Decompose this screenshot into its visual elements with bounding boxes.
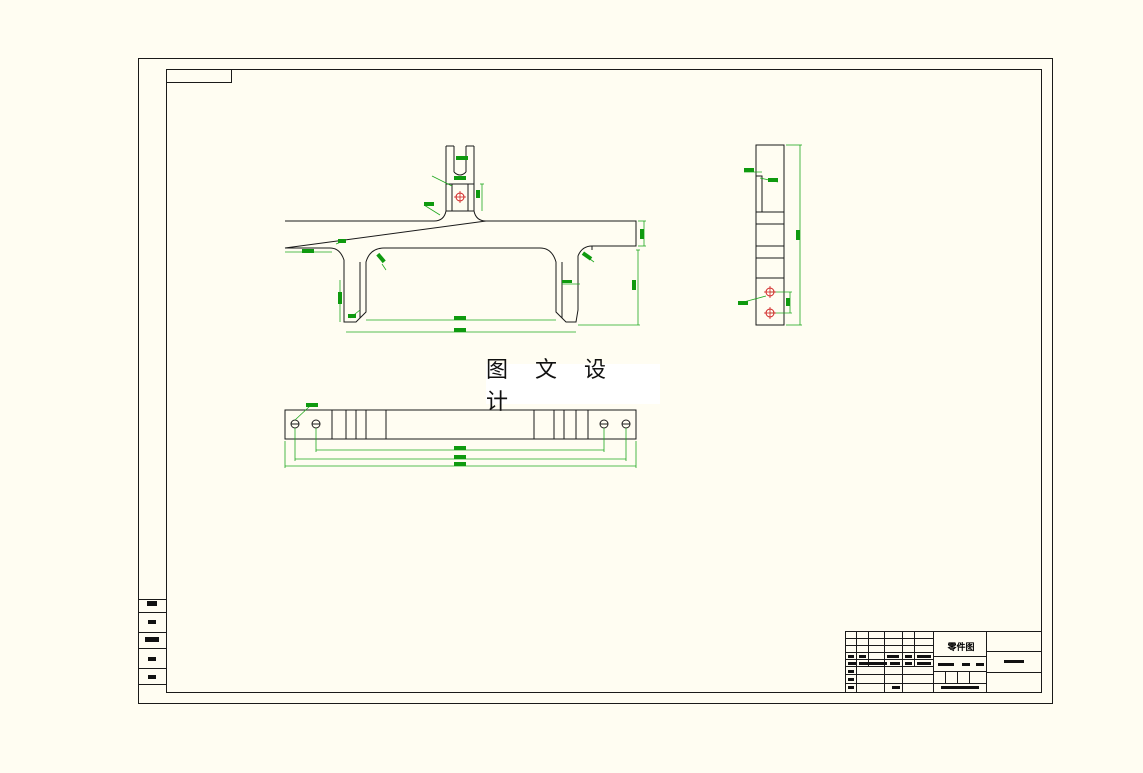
front-view	[284, 145, 637, 323]
side-view-dim-labels	[738, 168, 800, 306]
title-block	[845, 631, 1042, 693]
watermark-label: 图 文 设 计	[486, 358, 660, 415]
top-view-dim-labels	[306, 403, 466, 466]
top-view	[284, 409, 637, 440]
outer-border	[138, 58, 1053, 704]
left-side-strip	[138, 599, 166, 685]
title-block-text-marks	[848, 655, 1024, 689]
inner-border	[166, 69, 1042, 693]
side-view-holes	[764, 286, 776, 319]
side-view	[755, 144, 785, 326]
front-view-hole	[454, 191, 466, 203]
corner-code-box	[166, 69, 232, 83]
front-view-dim-labels	[302, 156, 644, 332]
title-block-name: 零件图	[947, 643, 975, 653]
front-view-dimensions	[285, 175, 646, 333]
sheet-border	[138, 58, 1053, 704]
